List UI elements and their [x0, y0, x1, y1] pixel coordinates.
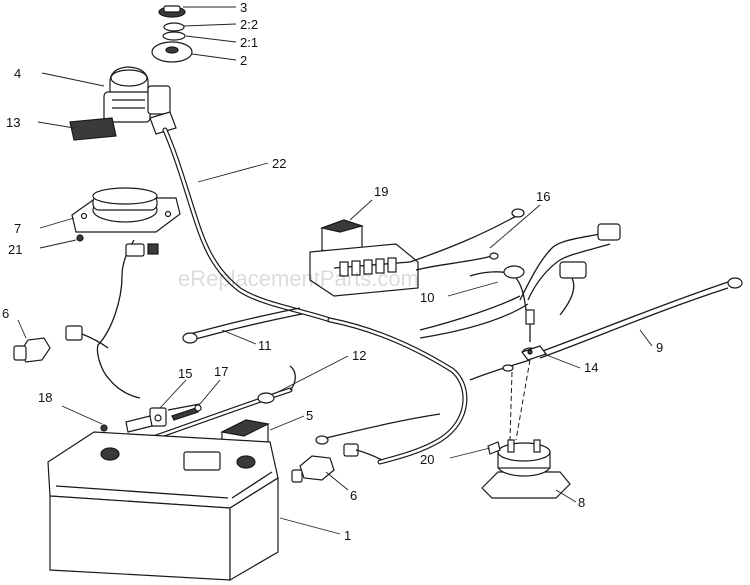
- callout-9: 9: [656, 340, 663, 355]
- callout-10: 10: [420, 290, 434, 305]
- connector-16: [597, 223, 621, 241]
- fuse-block: [309, 243, 419, 297]
- callout-12: 12: [352, 348, 366, 363]
- watermark-text: eReplacementParts.com: [178, 266, 419, 291]
- callout-15: 15: [178, 366, 192, 381]
- callout-8: 8: [578, 495, 585, 510]
- callout-1: 1: [344, 528, 351, 543]
- clamp-12: [257, 392, 275, 404]
- callout-20: 20: [420, 452, 434, 467]
- callout-13: 13: [6, 115, 20, 130]
- callout-6-bottom: 6: [350, 488, 357, 503]
- part-6-bottom: [291, 413, 441, 483]
- washer-14: [521, 345, 547, 361]
- switch-connector: [69, 117, 117, 141]
- cap-assembly: [151, 5, 193, 63]
- stud-20: [487, 441, 501, 455]
- callout-labels: 3 2:2 2:1 2 4 13 22 19 16 7 21 10 6 11 9…: [2, 0, 663, 543]
- screw-17: [171, 404, 202, 421]
- callout-22: 22: [272, 156, 286, 171]
- callout-6-left: 6: [2, 306, 9, 321]
- connector-10: [503, 265, 525, 279]
- part-6-left: [13, 325, 109, 363]
- callout-18: 18: [38, 390, 52, 405]
- callout-2: 2: [240, 53, 247, 68]
- fuse-holder-15: [149, 403, 201, 427]
- callout-4: 4: [14, 66, 21, 81]
- callout-5: 5: [306, 408, 313, 423]
- meter-plug: [125, 243, 145, 257]
- callout-19: 19: [374, 184, 388, 199]
- callout-21: 21: [8, 242, 22, 257]
- callout-3: 3: [240, 0, 247, 15]
- nut-18: [100, 415, 153, 433]
- callout-16: 16: [536, 189, 550, 204]
- part-7-meter: [71, 187, 181, 233]
- callout-7: 7: [14, 221, 21, 236]
- callout-2-2: 2:2: [240, 17, 258, 32]
- battery-1: [47, 431, 279, 582]
- solenoid-8: [481, 439, 571, 499]
- ignition-switch: [103, 66, 177, 135]
- relay-19: [319, 219, 365, 257]
- screw-21: [76, 234, 84, 242]
- callout-2-1: 2:1: [240, 35, 258, 50]
- leader-lines: [17, 6, 653, 535]
- callout-14: 14: [584, 360, 598, 375]
- callout-17: 17: [214, 364, 228, 379]
- callout-11: 11: [258, 338, 272, 353]
